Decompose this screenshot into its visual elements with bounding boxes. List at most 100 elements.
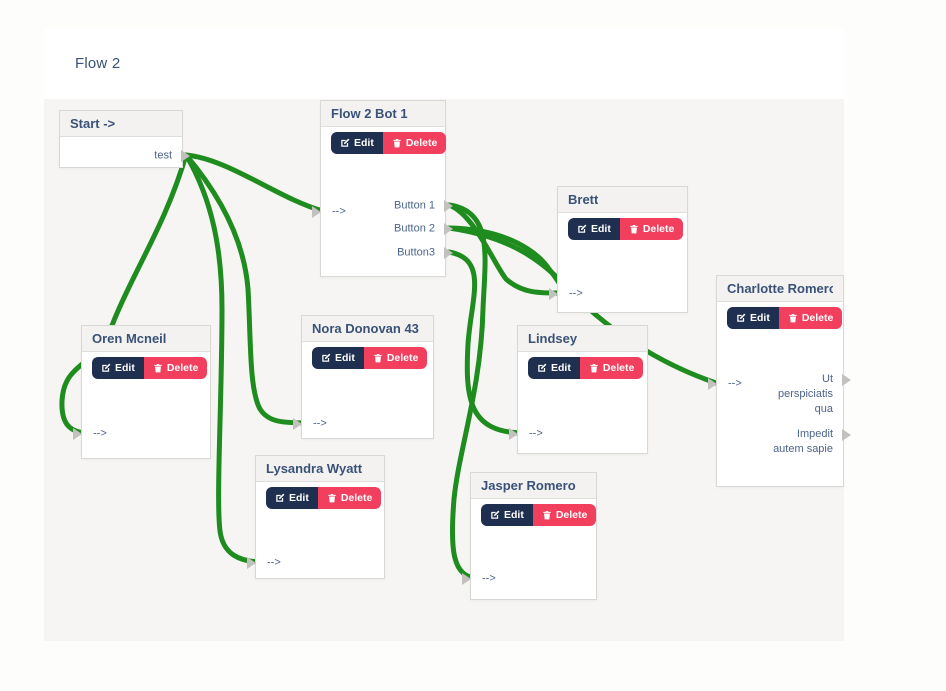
input-label: --> [332, 205, 346, 218]
delete-button-label: Delete [386, 352, 419, 364]
delete-button[interactable]: Delete [363, 347, 428, 369]
input-label: --> [569, 287, 583, 300]
flow-node-nora[interactable]: Nora Donovan 43 Edit Delete --> [293, 315, 434, 439]
input-label: --> [313, 417, 327, 430]
delete-button[interactable]: Delete [532, 504, 597, 526]
edit-button-label: Edit [504, 509, 524, 521]
trash-icon [789, 313, 797, 323]
connection-edge-flow2bot1.button3-lindsey.in[interactable] [446, 249, 527, 436]
edit-button[interactable]: Edit [312, 347, 364, 369]
edit-icon [102, 363, 111, 372]
edit-button[interactable]: Edit [568, 218, 620, 240]
edit-button[interactable]: Edit [481, 504, 533, 526]
input-port-charlotte[interactable] [708, 378, 717, 390]
edit-button[interactable]: Edit [528, 357, 580, 379]
output-port-charlotte-2[interactable] [842, 429, 851, 441]
trash-icon [630, 224, 638, 234]
flow-header-panel: Flow 2 [44, 28, 844, 100]
connection-edge-start.test-nora.in[interactable] [183, 152, 312, 426]
flow-node-start[interactable]: Start -> test [59, 110, 190, 168]
node-header-brett[interactable]: Brett [558, 187, 687, 213]
delete-button[interactable]: Delete [619, 218, 684, 240]
output-label: Button3 [397, 246, 435, 259]
node-actions: Edit Delete [568, 218, 687, 240]
node-header-jasper[interactable]: Jasper Romero [471, 473, 596, 499]
delete-button-label: Delete [555, 509, 588, 521]
input-port-oren[interactable] [73, 428, 82, 440]
delete-button[interactable]: Delete [317, 487, 382, 509]
node-header-lysandra[interactable]: Lysandra Wyatt [256, 456, 384, 482]
edit-button[interactable]: Edit [727, 307, 779, 329]
node-title: Jasper Romero [481, 478, 576, 493]
input-label: --> [482, 572, 496, 585]
edit-button-label: Edit [115, 362, 135, 374]
node-actions: Edit Delete [266, 487, 384, 509]
edit-icon [538, 363, 547, 372]
trash-icon [154, 363, 162, 373]
node-actions: Edit Delete [92, 357, 210, 379]
input-port-brett[interactable] [549, 288, 558, 300]
input-port-jasper[interactable] [462, 573, 471, 585]
output-port-flow2bot1-3[interactable] [444, 247, 453, 259]
delete-button-label: Delete [602, 362, 635, 374]
connection-edge-start.test-lysandra.in[interactable] [183, 152, 266, 565]
output-port-charlotte-1[interactable] [842, 374, 851, 386]
delete-button-label: Delete [642, 223, 675, 235]
node-actions: Edit Delete [481, 504, 597, 526]
delete-button[interactable]: Delete [778, 307, 843, 329]
edit-button[interactable]: Edit [331, 132, 383, 154]
output-port-flow2bot1-2[interactable] [444, 223, 453, 235]
input-port-nora[interactable] [293, 418, 302, 430]
input-port-flow2bot1[interactable] [312, 206, 321, 218]
edit-icon [276, 493, 285, 502]
trash-icon [590, 363, 598, 373]
node-title: Charlotte Romero [727, 281, 833, 296]
delete-button-label: Delete [801, 312, 834, 324]
output-label: Button 2 [394, 222, 435, 235]
output-label: Impedit autem sapie [773, 428, 833, 455]
edit-icon [341, 138, 350, 147]
connection-edge-start.test-flow2bot1.in[interactable] [183, 152, 326, 214]
node-actions: Edit Delete [528, 357, 647, 379]
node-header-nora[interactable]: Nora Donovan 43 [302, 316, 433, 342]
delete-button-label: Delete [340, 492, 373, 504]
edit-button-label: Edit [551, 362, 571, 374]
delete-button[interactable]: Delete [579, 357, 644, 379]
edit-icon [737, 313, 746, 322]
edit-button-label: Edit [354, 137, 374, 149]
node-header-start[interactable]: Start -> [60, 111, 182, 137]
edit-icon [578, 224, 587, 233]
node-header-flow2bot1[interactable]: Flow 2 Bot 1 [321, 101, 445, 127]
edit-button[interactable]: Edit [92, 357, 144, 379]
input-port-lysandra[interactable] [247, 557, 256, 569]
delete-button-label: Delete [166, 362, 199, 374]
node-title: Nora Donovan 43 [312, 321, 419, 336]
output-label: test [154, 149, 172, 162]
flow-node-flow2bot1[interactable]: Flow 2 Bot 1 Edit Delete --> Button 1 Button … [312, 100, 453, 277]
node-header-lindsey[interactable]: Lindsey [518, 326, 647, 352]
delete-button[interactable]: Delete [382, 132, 447, 154]
output-port-flow2bot1-1[interactable] [444, 200, 453, 212]
output-label: Button 1 [394, 199, 435, 212]
node-title: Flow 2 Bot 1 [331, 106, 408, 121]
edit-button[interactable]: Edit [266, 487, 318, 509]
connection-edge-flow2bot1.button2-charlotte.in[interactable] [446, 225, 722, 387]
delete-button[interactable]: Delete [143, 357, 208, 379]
trash-icon [374, 353, 382, 363]
trash-icon [393, 138, 401, 148]
input-label: --> [267, 556, 281, 569]
connection-edge-flow2bot1.button1-brett.in[interactable] [446, 202, 569, 296]
node-header-charlotte[interactable]: Charlotte Romero [717, 276, 843, 302]
output-port-start-1[interactable] [181, 150, 190, 162]
input-port-lindsey[interactable] [509, 428, 518, 440]
edit-button-label: Edit [335, 352, 355, 364]
node-header-oren[interactable]: Oren Mcneil [82, 326, 210, 352]
node-title: Lindsey [528, 331, 578, 346]
